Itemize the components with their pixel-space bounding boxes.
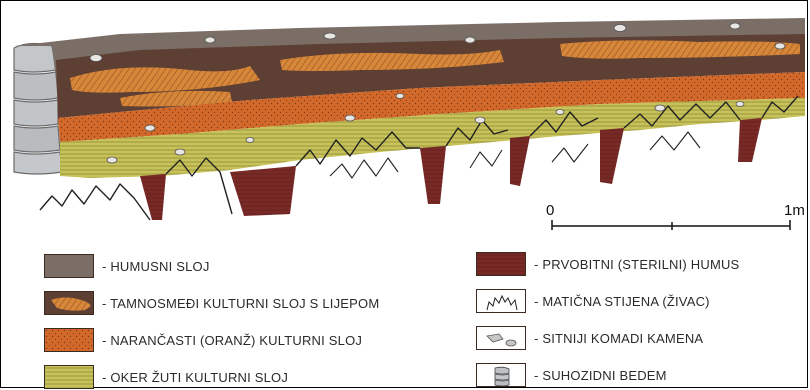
legend-label: - MATIČNA STIJENA (ŽIVAC) — [534, 294, 710, 309]
dark-brown-daub-swatch — [44, 291, 94, 315]
scale-label-end: 1m — [784, 202, 805, 219]
legend-item-stones: - SITNIJI KOMADI KAMENA — [476, 325, 703, 351]
legend-item-orange: - NARANČASTI (ORANŽ) KULTURNI SLOJ — [44, 327, 362, 353]
legend-item-humus: - HUMUSNI SLOJ — [44, 253, 210, 279]
humus-swatch — [44, 254, 94, 278]
orange-swatch — [44, 328, 94, 352]
legend-label: - NARANČASTI (ORANŽ) KULTURNI SLOJ — [102, 333, 362, 348]
scale-label-start: 0 — [546, 202, 554, 219]
legend-label: - SITNIJI KOMADI KAMENA — [534, 331, 703, 346]
legend-label: - HUMUSNI SLOJ — [102, 259, 210, 274]
legend-label: - TAMNOSMEĐI KULTURNI SLOJ S LIJEPOM — [102, 296, 379, 311]
legend-item-sterile-humus: - PRVOBITNI (STERILNI) HUMUS — [476, 251, 739, 277]
legend-label: - SUHOZIDNI BEDEM — [534, 368, 667, 383]
legend-item-ochre: - OKER ŽUTI KULTURNI SLOJ — [44, 364, 288, 390]
bedrock-swatch — [476, 289, 526, 313]
stones-swatch — [476, 326, 526, 350]
stratigraphic-profile — [0, 0, 810, 240]
legend-label: - OKER ŽUTI KULTURNI SLOJ — [102, 370, 288, 385]
legend-label: - PRVOBITNI (STERILNI) HUMUS — [534, 257, 739, 272]
dry-wall-swatch — [476, 363, 526, 387]
scale-bar — [552, 220, 790, 230]
ochre-swatch — [44, 365, 94, 389]
legend-item-dark-brown: - TAMNOSMEĐI KULTURNI SLOJ S LIJEPOM — [44, 290, 379, 316]
legend-item-bedrock: - MATIČNA STIJENA (ŽIVAC) — [476, 288, 710, 314]
legend-item-dry-wall: - SUHOZIDNI BEDEM — [476, 362, 667, 388]
sterile-humus-swatch — [476, 252, 526, 276]
